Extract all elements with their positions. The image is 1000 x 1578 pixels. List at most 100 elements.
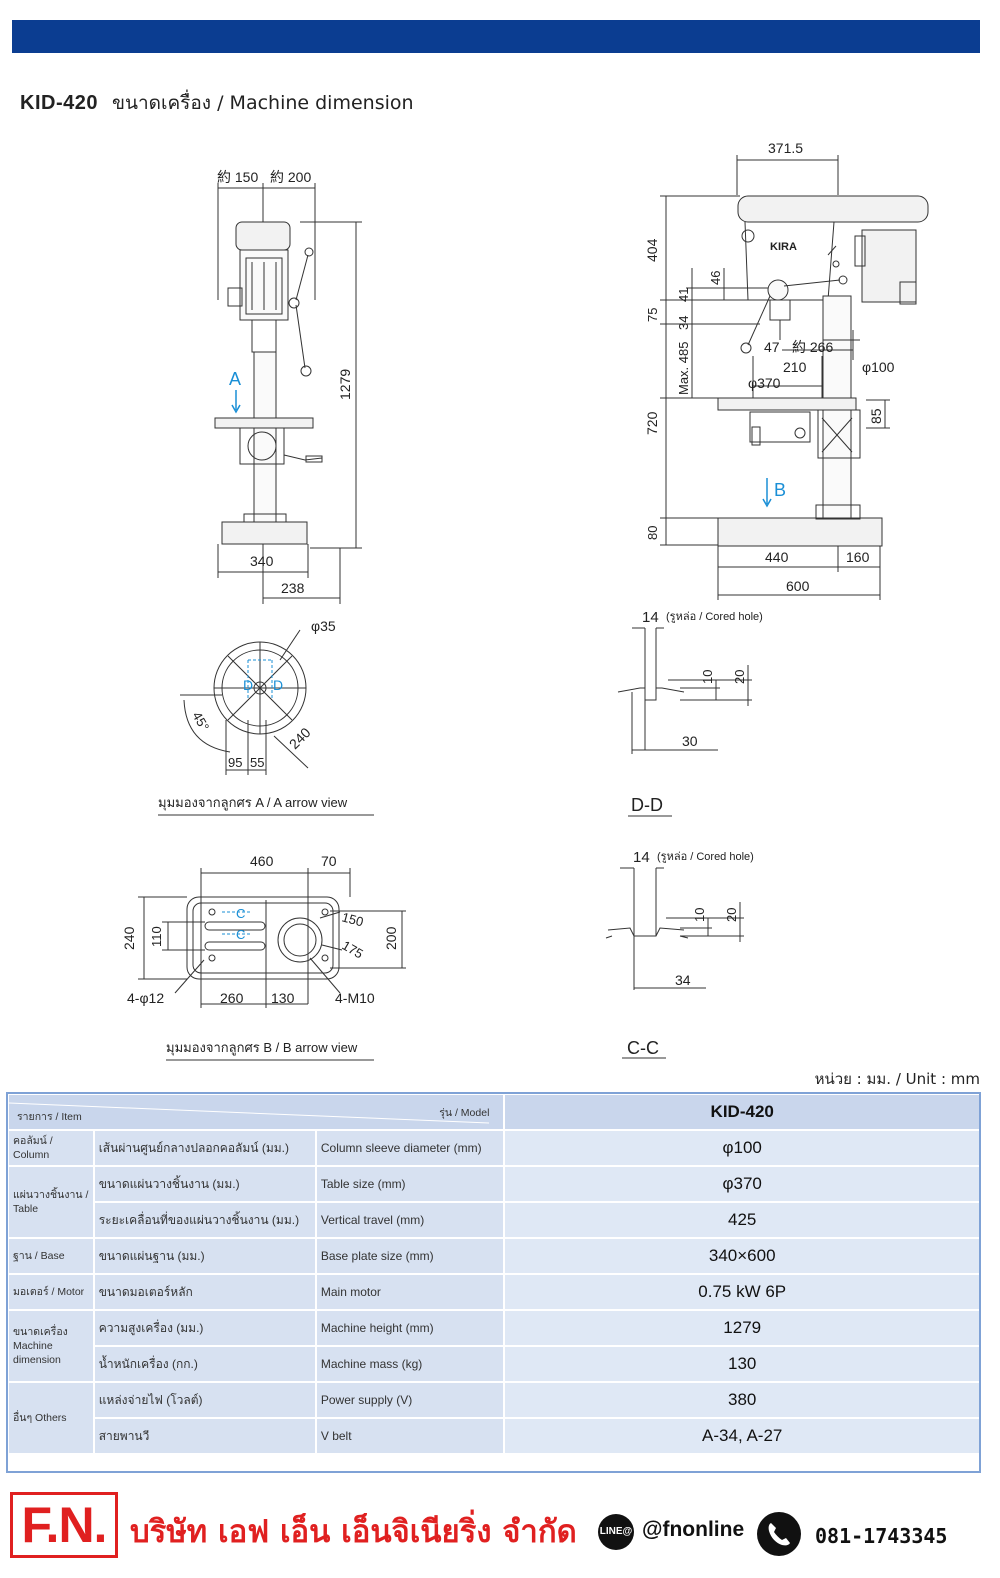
dim-side-80: 80 xyxy=(645,526,660,540)
table-row: ขนาดเครื่อง Machine dimension ความสูงเคร… xyxy=(7,1309,981,1383)
dim-aview-95: 95 xyxy=(228,755,242,770)
dim-bview-130: 130 xyxy=(271,990,295,1006)
row-english: Base plate size (mm) xyxy=(314,1237,506,1275)
dim-side-404: 404 xyxy=(644,238,660,262)
fn-logo: F.N. xyxy=(10,1492,118,1558)
dim-side-440: 440 xyxy=(765,549,789,565)
row-thai: เส้นผ่านศูนย์กลางปลอกคอลัมน์ (มม.) xyxy=(92,1129,317,1167)
dim-side-max485: Max. 485 xyxy=(676,342,691,395)
dim-bview-4phi12: 4-φ12 xyxy=(127,990,164,1006)
row-value: 340×600 xyxy=(503,1237,981,1275)
header-item-model-cell: รายการ / Item รุ่น / Model xyxy=(6,1093,506,1131)
company-name: บริษัท เอฟ เอ็น เอ็นจิเนียริ่ง จำกัด xyxy=(130,1514,577,1550)
dim-cc-20: 20 xyxy=(724,908,739,922)
dim-side-top-w: 371.5 xyxy=(768,140,803,156)
row-thai: ระยะเคลื่อนที่ของแผ่นวางชิ้นงาน (มม.) xyxy=(92,1201,317,1239)
row-value: 1279 xyxy=(503,1309,981,1347)
table-row: แผ่นวางชิ้นงาน / Table ขนาดแผ่นวางชิ้นงา… xyxy=(7,1165,981,1239)
table-row: มอเตอร์ / Motor ขนาดมอเตอร์หลัก Main mot… xyxy=(7,1273,981,1311)
row-thai: ขนาดแผ่นวางชิ้นงาน (มม.) xyxy=(92,1165,317,1203)
dim-side-46: 46 xyxy=(708,271,723,285)
section-dd-label: D-D xyxy=(631,795,663,815)
dim-front-top-left: 約 150 xyxy=(217,169,258,185)
row-thai: ขนาดมอเตอร์หลัก xyxy=(92,1273,317,1311)
side-view xyxy=(660,155,929,600)
row-thai: ขนาดแผ่นฐาน (มม.) xyxy=(92,1237,317,1275)
line-id[interactable]: @fnonline xyxy=(642,1518,745,1541)
arrow-b-label: B xyxy=(774,480,786,500)
phone-number[interactable]: 081-1743345 xyxy=(815,1524,948,1548)
row-thai: แหล่งจ่ายไฟ (โวลต์) xyxy=(92,1381,317,1419)
dim-bview-200: 200 xyxy=(383,926,399,950)
dim-side-600: 600 xyxy=(786,578,810,594)
dim-side-75: 75 xyxy=(645,308,660,322)
bview-caption: มุมมองจากลูกศร B / B arrow view xyxy=(166,1040,358,1056)
model-name: KID-420 xyxy=(20,92,98,114)
row-english: Table size (mm) xyxy=(314,1165,506,1203)
row-group: คอลัมน์ / Column xyxy=(7,1129,95,1167)
row-value: 130 xyxy=(503,1345,981,1383)
row-english: Column sleeve diameter (mm) xyxy=(314,1129,506,1167)
dim-bview-460: 460 xyxy=(250,853,274,869)
table-row: น้ำหนักเครื่อง (กก.) Machine mass (kg) 1… xyxy=(8,1345,981,1383)
row-group: อื่นๆ Others xyxy=(7,1381,95,1455)
dim-aview-55: 55 xyxy=(250,755,264,770)
dim-bview-260: 260 xyxy=(220,990,244,1006)
dim-dd-30: 30 xyxy=(682,733,698,749)
footer: F.N. บริษัท เอฟ เอ็น เอ็นจิเนียริ่ง จำกั… xyxy=(0,1488,1000,1578)
page-title: KID-420 ขนาดเครื่อง / Machine dimension xyxy=(20,88,414,118)
row-group: ขนาดเครื่อง Machine dimension xyxy=(7,1309,95,1383)
row-group: มอเตอร์ / Motor xyxy=(7,1273,95,1311)
dim-cc-10: 10 xyxy=(692,908,707,922)
header-model-label: รุ่น / Model xyxy=(439,1107,490,1119)
section-d-right: D xyxy=(273,677,283,693)
brand-label: KIRA xyxy=(770,241,797,253)
row-group: ฐาน / Base xyxy=(7,1237,95,1275)
table-row: สายพานวี V belt A-34, A-27 xyxy=(8,1417,981,1455)
dim-bview-150: 150 xyxy=(340,909,365,929)
dim-side-266: 約 266 xyxy=(792,339,833,355)
dim-side-85: 85 xyxy=(868,408,884,424)
title-text: ขนาดเครื่อง / Machine dimension xyxy=(111,92,414,114)
row-value: φ370 xyxy=(503,1165,981,1203)
dim-dd-20: 20 xyxy=(732,670,747,684)
dim-side-phi100: φ100 xyxy=(862,359,895,375)
row-thai: ความสูงเครื่อง (มม.) xyxy=(92,1309,317,1347)
dd-section xyxy=(617,627,752,817)
front-view xyxy=(214,183,362,604)
dim-aview-240: 240 xyxy=(286,724,314,752)
row-english: Vertical travel (mm) xyxy=(314,1201,506,1239)
dim-side-41: 41 xyxy=(676,288,691,302)
machine-dimension-drawing: 約 150 約 200 1279 A 340 238 xyxy=(121,140,929,1061)
dim-bview-70: 70 xyxy=(321,853,337,869)
dim-bview-4m10: 4-M10 xyxy=(335,990,375,1006)
top-banner xyxy=(12,20,980,53)
table-row: ฐาน / Base ขนาดแผ่นฐาน (มม.) Base plate … xyxy=(7,1237,981,1275)
dim-side-210: 210 xyxy=(783,359,807,375)
arrow-a-label: A xyxy=(229,369,241,389)
section-c-lower: C xyxy=(236,927,245,942)
dim-cc-34: 34 xyxy=(675,972,691,988)
dim-front-base-half: 238 xyxy=(281,580,305,596)
unit-label: หน่วย : มม. / Unit : mm xyxy=(814,1070,980,1088)
dim-bview-240: 240 xyxy=(121,926,137,950)
row-english: Machine mass (kg) xyxy=(314,1345,506,1383)
dim-side-160: 160 xyxy=(846,549,870,565)
spec-table: รายการ / Item รุ่น / Model KID-420 คอลัม… xyxy=(6,1093,981,1455)
row-english: Main motor xyxy=(314,1273,506,1311)
dim-bview-175: 175 xyxy=(340,938,366,962)
a-arrow-view xyxy=(158,629,374,816)
line-icon: LINE@ xyxy=(598,1514,634,1550)
section-cc-label: C-C xyxy=(627,1038,659,1058)
dim-front-height: 1279 xyxy=(337,369,353,400)
dim-bview-110: 110 xyxy=(149,926,164,947)
dim-front-base-w: 340 xyxy=(250,553,274,569)
header-diagonal xyxy=(9,1102,489,1124)
section-d-left: D xyxy=(243,677,253,693)
dim-side-47: 47 xyxy=(764,339,780,355)
cc-section xyxy=(605,867,744,1059)
table-row: ระยะเคลื่อนที่ของแผ่นวางชิ้นงาน (มม.) Ve… xyxy=(8,1201,981,1239)
row-thai: สายพานวี xyxy=(92,1417,317,1455)
dim-side-phi370: φ370 xyxy=(748,375,781,391)
row-value: A-34, A-27 xyxy=(503,1417,981,1455)
